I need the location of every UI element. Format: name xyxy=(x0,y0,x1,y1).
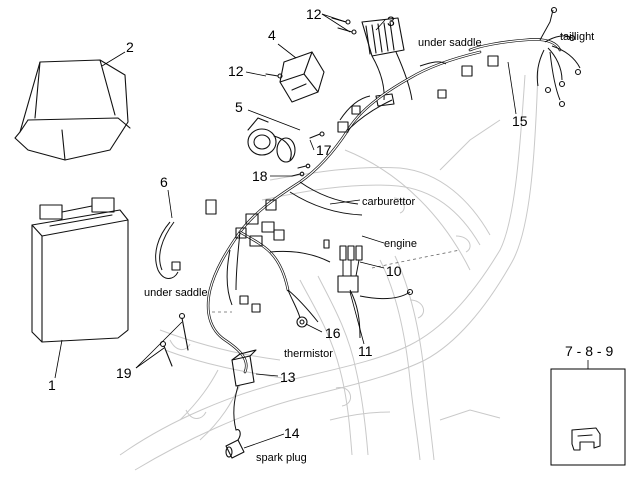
callout-4: 4 xyxy=(268,27,276,43)
callout-13: 13 xyxy=(280,369,296,385)
battery xyxy=(31,197,129,343)
label-engine: engine xyxy=(384,238,417,250)
callout-1: 1 xyxy=(48,377,56,393)
voltage-regulator xyxy=(361,17,413,107)
label-spark-plug: spark plug xyxy=(256,452,307,464)
callout-10: 10 xyxy=(386,263,402,279)
callout-7-8-9: 7 - 8 - 9 xyxy=(565,343,613,359)
label-taillight: taillight xyxy=(560,31,594,43)
battery-cover xyxy=(14,59,131,161)
thermistor xyxy=(287,289,308,328)
callout-17: 17 xyxy=(316,142,332,158)
spark-plug-cap xyxy=(225,429,245,459)
callout-2: 2 xyxy=(126,39,134,55)
callout-11: 11 xyxy=(358,343,373,359)
harness-connectors xyxy=(205,6,582,313)
horn xyxy=(247,117,296,163)
label-thermistor: thermistor xyxy=(284,348,333,360)
callout-3: 3 xyxy=(387,13,395,29)
ecu-unit xyxy=(279,51,325,103)
screws-19 xyxy=(159,312,189,367)
engine-connectors xyxy=(323,239,363,277)
callout-6: 6 xyxy=(160,174,168,190)
callout-15: 15 xyxy=(512,113,528,129)
callout-12-top: 12 xyxy=(306,6,322,22)
callout-12-left: 12 xyxy=(228,63,244,79)
frame-chassis xyxy=(119,69,539,471)
callout-16: 16 xyxy=(325,325,341,341)
routing-dashes xyxy=(212,249,461,313)
leader-lines xyxy=(54,13,517,449)
callout-18: 18 xyxy=(252,168,268,184)
ignition-coil xyxy=(231,349,257,431)
main-wiring-harness xyxy=(206,9,581,374)
label-under-saddle-left: under saddle xyxy=(144,287,208,299)
label-under-saddle-top: under saddle xyxy=(418,37,482,49)
label-carburettor: carburettor xyxy=(362,196,416,208)
under-saddle-wire xyxy=(155,221,181,279)
fuse-inset-box xyxy=(550,360,626,466)
callout-14: 14 xyxy=(284,425,300,441)
small-screws xyxy=(291,131,325,177)
callout-5: 5 xyxy=(235,99,243,115)
callout-19: 19 xyxy=(116,365,132,381)
